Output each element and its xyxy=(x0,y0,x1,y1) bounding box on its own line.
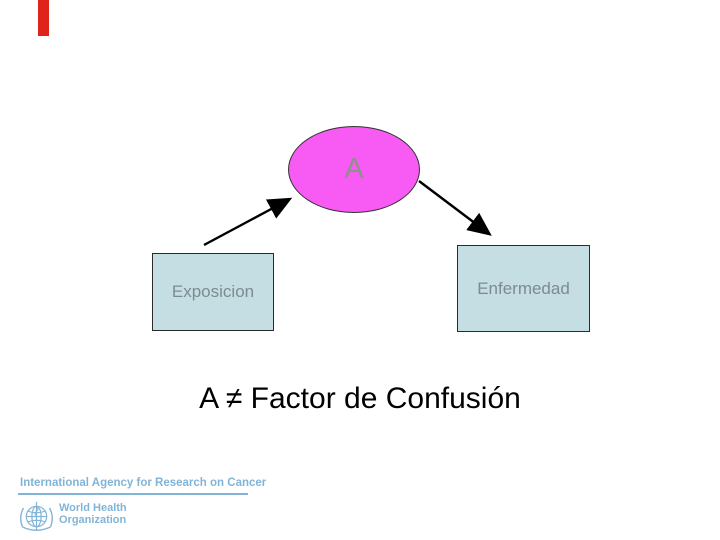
node-a-ellipse: A xyxy=(288,126,420,213)
iarc-underline xyxy=(18,493,248,495)
who-wordmark: World Health Organization xyxy=(59,502,127,526)
exposure-box-label: Exposicion xyxy=(171,282,255,301)
template-red-bar xyxy=(38,0,49,36)
arrow-a-to-disease xyxy=(418,180,492,236)
exposure-box: Exposicion xyxy=(152,253,274,331)
footer-branding: International Agency for Research on Can… xyxy=(0,470,300,540)
iarc-wordmark: International Agency for Research on Can… xyxy=(20,477,267,489)
arrow-exposure-to-a xyxy=(203,197,293,247)
who-wordmark-line1: World Health xyxy=(59,502,127,514)
who-wordmark-line2: Organization xyxy=(59,513,127,526)
caption-text: A ≠ Factor de Confusión xyxy=(199,382,521,415)
disease-box-label: Enfermedad xyxy=(477,278,570,298)
disease-box: Enfermedad xyxy=(457,245,590,332)
node-a-label: A xyxy=(344,153,364,185)
who-emblem-icon xyxy=(20,501,53,531)
